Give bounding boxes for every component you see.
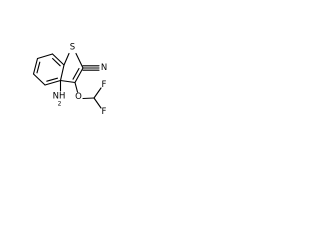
amino-nitrogen-label: NH (53, 92, 66, 102)
chemical-structure: N S O F F NH 2 (32, 43, 107, 117)
bond (51, 53, 65, 66)
nitrile-nitrogen-label: N (101, 63, 107, 73)
oxygen-label: O (75, 92, 82, 102)
amino-subscript-label: 2 (58, 101, 62, 108)
double-bond-inner (72, 67, 80, 80)
bond (59, 79, 76, 84)
bond (44, 79, 62, 86)
fluorine-top-label: F (102, 80, 107, 90)
bond (93, 97, 102, 109)
bond (74, 81, 79, 93)
amino-group: NH 2 (53, 79, 66, 108)
sulfur-label: S (70, 43, 75, 53)
double-bond-inner (52, 57, 61, 67)
double-bond-inner (46, 77, 59, 82)
bond (59, 64, 65, 82)
thiophene-ring (59, 52, 84, 84)
fluorine-bottom-label: F (102, 107, 107, 117)
bond (32, 57, 39, 75)
bond (32, 73, 46, 86)
double-bond-inner (36, 61, 41, 74)
bond (75, 52, 84, 69)
bond (93, 87, 102, 99)
bond (36, 53, 54, 60)
bond (63, 52, 70, 66)
bond (74, 67, 84, 84)
difluoromethoxy-group: O F F (74, 80, 107, 117)
bond (82, 97, 95, 100)
benzene-ring (32, 53, 65, 86)
nitrile-group: N (82, 63, 107, 73)
